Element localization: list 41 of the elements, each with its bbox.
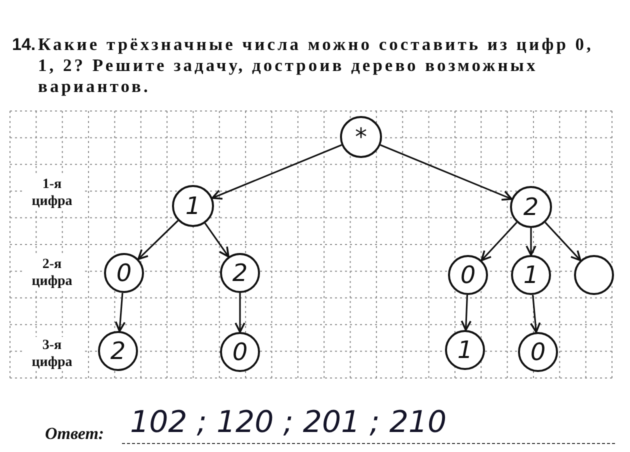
arrow <box>480 222 518 262</box>
circle-node <box>340 116 382 158</box>
digit-label: 1 <box>523 263 539 287</box>
empty-circle <box>574 255 614 295</box>
digit-label: * <box>355 125 367 149</box>
digit-label: 1 <box>185 194 201 218</box>
circle-node <box>172 185 214 227</box>
circle-node <box>220 332 260 372</box>
arrow <box>460 294 472 331</box>
circle-node <box>98 331 138 371</box>
circle-node <box>510 186 552 228</box>
row-label: 2-я цифра <box>22 256 82 290</box>
arrow <box>544 222 582 262</box>
circle-node <box>448 255 488 295</box>
digit-label: 0 <box>232 340 248 364</box>
fill-in-line: 102 ; 120 ; 201 ; 210 <box>122 403 615 444</box>
circle-node <box>104 253 144 293</box>
circle-node <box>518 332 558 372</box>
arrow <box>380 144 512 201</box>
answer-label: Ответ: <box>45 424 104 444</box>
arrow <box>234 293 246 333</box>
arrow <box>137 220 178 260</box>
arrow <box>114 292 126 332</box>
row-label: 3-я цифра <box>22 337 82 371</box>
arrow <box>530 294 541 333</box>
digit-label: 2 <box>523 195 539 219</box>
arrow <box>204 222 230 258</box>
digit-label: 2 <box>110 339 126 363</box>
digit-label: 1 <box>457 338 473 362</box>
digit-label: 0 <box>116 261 132 285</box>
digit-label: 0 <box>460 263 476 287</box>
circle-node <box>220 253 260 293</box>
circle-node <box>511 255 551 295</box>
arrow <box>212 144 342 200</box>
digit-label: 0 <box>530 340 546 364</box>
arrow <box>526 228 536 256</box>
circle-node <box>445 330 485 370</box>
exercise-number: 14. <box>12 34 36 55</box>
digit-label: 2 <box>232 261 248 285</box>
row-label: 1-я цифра <box>22 176 82 210</box>
question-text: Какие трёхзначные числа можно составить из цифр 0, 1, 2? Решите задачу, достроив дерево возможных вариантов. <box>38 34 594 97</box>
